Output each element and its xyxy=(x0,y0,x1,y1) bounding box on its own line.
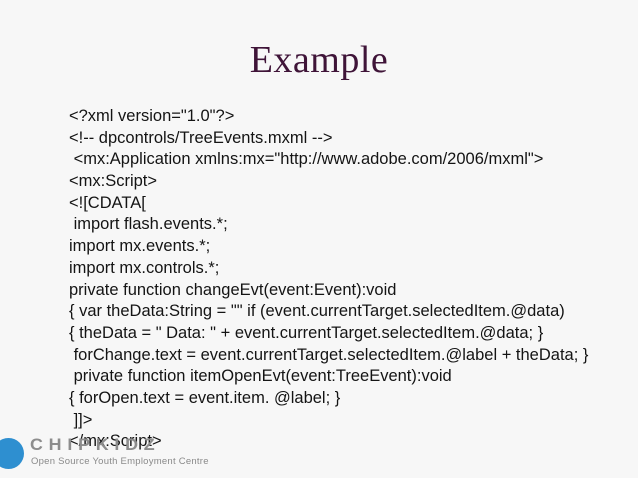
slide-title: Example xyxy=(249,39,389,81)
code-line: <!-- dpcontrols/TreeEvents.mxml --> xyxy=(69,128,333,147)
code-line: import flash.events.*; xyxy=(69,215,228,234)
code-line: private function changeEvt(event:Event):… xyxy=(69,280,397,299)
code-line: <mx:Script> xyxy=(69,172,158,191)
logo-tagline: Open Source Youth Employment Centre xyxy=(31,456,209,467)
code-line: ]]> xyxy=(69,410,93,429)
code-line: </mx:Script> xyxy=(69,432,162,451)
code-line: <?xml version="1.0"?> xyxy=(69,107,235,125)
code-line: { forOpen.text = event.item. @label; } xyxy=(69,388,341,407)
code-block: <?xml version="1.0"?> <!-- dpcontrols/Tre… xyxy=(69,106,614,453)
chipkidz-logo: CHIPKIDZ Open Source Youth Employment Ce… xyxy=(0,432,230,474)
code-line: private function itemOpenEvt(event:TreeE… xyxy=(69,367,452,386)
code-line: <![CDATA[ xyxy=(69,193,146,212)
code-line: { theData = " Data: " + event.currentTar… xyxy=(69,323,544,342)
code-line: { var theData:String = "" if (event.curr… xyxy=(69,302,565,321)
code-line: forChange.text = event.currentTarget.sel… xyxy=(69,345,589,364)
logo-wordmark: CHIPKIDZ xyxy=(30,435,161,454)
code-line: <mx:Application xmlns:mx="http://www.ado… xyxy=(69,150,544,169)
logo-circle-icon xyxy=(0,438,24,469)
code-line: import mx.controls.*; xyxy=(69,258,220,277)
code-line: import mx.events.*; xyxy=(69,237,211,256)
